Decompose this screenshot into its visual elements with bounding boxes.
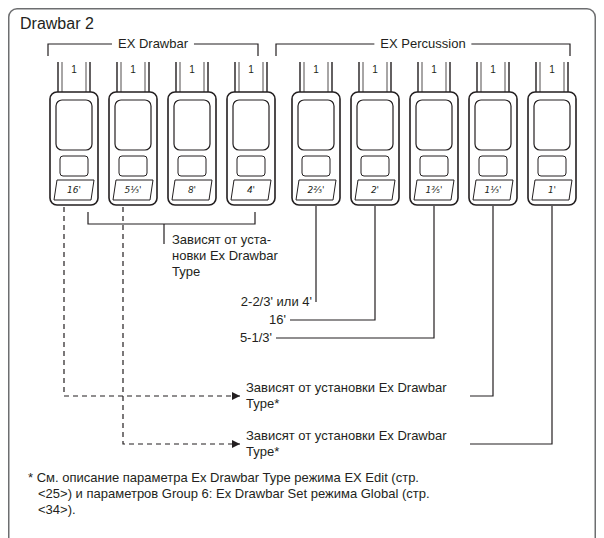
leader-line: [276, 206, 434, 338]
footage-label: 1⅗': [408, 180, 460, 200]
drawbar: 1 2⅔': [290, 62, 342, 205]
drawbar-symbol: [227, 62, 275, 205]
drawbar: 1 5⅓': [107, 62, 159, 205]
footage-note: 16': [269, 312, 286, 328]
footage-label: 2': [349, 180, 401, 200]
drawbar-level: 1: [166, 64, 218, 76]
drawbar-knob-face: [298, 100, 334, 150]
drawbar-knob-face: [357, 100, 393, 150]
leader-line: [470, 206, 552, 444]
group-label: EX Percussion: [374, 36, 471, 52]
drawbar-symbol: [50, 62, 98, 205]
group-bracket: [88, 212, 255, 224]
drawbar-level: 1: [467, 64, 519, 76]
footage-label: 1': [526, 180, 578, 200]
drawbar: 1 1⅗': [408, 62, 460, 205]
footage-label: 8': [166, 180, 218, 200]
footnote: * См. описание параметра Ex Drawbar Type…: [28, 470, 438, 518]
drawbar-knob-face: [174, 100, 210, 150]
drawbar-symbol: [528, 62, 576, 205]
footage-note: 2-2/3' или 4': [241, 294, 312, 310]
group-label: EX Drawbar: [112, 36, 194, 52]
drawbar: 1 1⅓': [467, 62, 519, 205]
drawbar-symbol: [469, 62, 517, 205]
leader-line: [163, 224, 164, 244]
panel-title: Drawbar 2: [20, 14, 94, 34]
drawbar-symbol: [109, 62, 157, 205]
drawbar: 1 4': [225, 62, 277, 205]
drawbar-neck: [361, 156, 389, 176]
drawbar-level: 1: [225, 64, 277, 76]
note-label: Зависят от уста- новки Ex Drawbar Type: [172, 232, 290, 280]
drawbar-level: 1: [349, 64, 401, 76]
footage-label: 16': [48, 180, 100, 200]
drawbar-symbol: [168, 62, 216, 205]
note-label: Зависят от установки Ex Drawbar Type*: [246, 428, 466, 460]
footage-label: 5⅓': [107, 180, 159, 200]
drawbar: 1 16': [48, 62, 100, 205]
drawbar-knob-face: [475, 100, 511, 150]
footage-label: 4': [225, 180, 277, 200]
drawbar: 1 8': [166, 62, 218, 205]
drawbar-level: 1: [290, 64, 342, 76]
footage-label: 2⅔': [290, 180, 342, 200]
drawbar-knob-face: [416, 100, 452, 150]
drawbar-level: 1: [48, 64, 100, 76]
drawbar-symbol: [292, 62, 340, 205]
drawbar-level: 1: [107, 64, 159, 76]
drawbar-knob-face: [56, 100, 92, 150]
drawbar-neck: [479, 156, 507, 176]
drawbar-symbol: [351, 62, 399, 205]
drawbar-neck: [420, 156, 448, 176]
drawbar-level: 1: [526, 64, 578, 76]
drawbar-symbol: [410, 62, 458, 205]
drawbar-neck: [237, 156, 265, 176]
drawbar-knob-face: [115, 100, 151, 150]
panel-frame: Drawbar 2116'15⅓'18'14'12⅔'12'11⅗'11⅓'11…: [8, 8, 596, 538]
drawbar-shapes: [50, 62, 576, 205]
leader-line: [315, 206, 316, 302]
drawbar-neck: [302, 156, 330, 176]
footage-note: 5-1/3': [240, 330, 272, 346]
note-label: Зависят от установки Ex Drawbar Type*: [246, 380, 466, 412]
drawbar: 1 1': [526, 62, 578, 205]
drawbar-knob-face: [534, 100, 570, 150]
leader-line: [470, 206, 493, 396]
drawbar-neck: [538, 156, 566, 176]
drawbar-knob-face: [233, 100, 269, 150]
drawbar-neck: [60, 156, 88, 176]
drawbar-neck: [119, 156, 147, 176]
drawbar-neck: [178, 156, 206, 176]
drawbar-level: 1: [408, 64, 460, 76]
footage-label: 1⅓': [467, 180, 519, 200]
drawbar: 1 2': [349, 62, 401, 205]
